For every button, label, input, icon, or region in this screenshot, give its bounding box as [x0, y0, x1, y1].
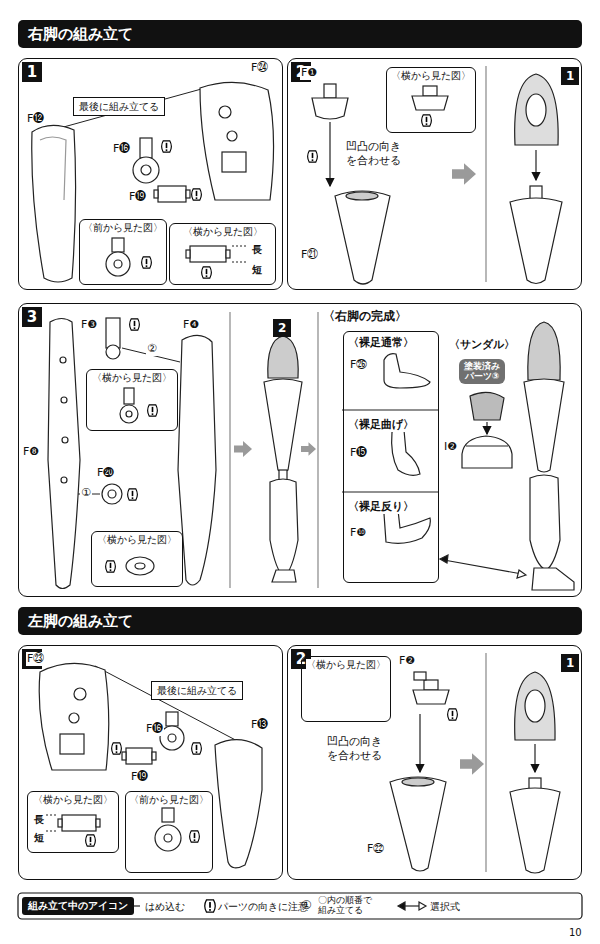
part-number: F㉓: [26, 652, 45, 666]
step-number: 1: [561, 654, 579, 672]
view-box: 〈前から見た図〉: [79, 219, 167, 285]
section-title: 左脚の組み立て: [28, 607, 133, 635]
part-number: F❸: [80, 318, 98, 332]
view-title: 〈横から見た図〉: [92, 372, 172, 384]
part-number: F㉒: [366, 842, 385, 856]
part-number: F⓰: [145, 722, 164, 736]
part-number: F❶: [300, 66, 318, 80]
note-text: 最後に組み立てる: [79, 100, 159, 113]
label: 10: [568, 926, 583, 939]
part-number: F⓰: [112, 142, 131, 156]
view-title: 〈横から見た図〉: [183, 226, 263, 238]
label: 〈サンダル〉: [448, 338, 516, 352]
section-title: 右脚の組み立て: [28, 20, 133, 48]
tag-text: 塗装済み パーツ③: [462, 361, 502, 382]
step-number: 2: [273, 319, 291, 337]
view-title: 〈横から見た図〉: [391, 70, 471, 82]
step-number: 2: [278, 320, 286, 336]
part-number: F㉖: [350, 358, 367, 372]
part-number: F㉔: [250, 61, 269, 75]
dimension-label: 長: [34, 814, 44, 826]
legend-badge: 組み立て中のアイコン: [22, 897, 134, 915]
label: ②: [146, 342, 158, 356]
part-number: F⓬: [26, 112, 45, 126]
view-box: 〈横から見た図〉: [386, 67, 476, 133]
view-box: 〈横から見た図〉長短: [169, 223, 276, 285]
painted-part-tag: 塗装済み パーツ③: [459, 359, 505, 384]
label: ①: [80, 486, 92, 500]
part-number: F❿: [350, 526, 366, 540]
step-number: 1: [561, 67, 579, 85]
option-box: 〈裸足通常〉 F㉖〈裸足曲げ〉 F⓯ 〈裸足反り〉 F❿: [343, 331, 439, 583]
view-title: 〈前から見た図〉: [129, 794, 209, 806]
label: 凹凸の向きを合わせる: [345, 140, 411, 168]
view-box: 〈横から見た図〉: [91, 531, 183, 587]
view-box: 〈横から見た図〉長短: [27, 791, 119, 853]
dimension-label: 長: [252, 244, 262, 256]
legend-text: 選択式: [430, 900, 460, 913]
step-panel: 1最後に組み立てる〈横から見た図〉長短〈前から見た図〉: [18, 645, 283, 880]
label: 凹凸の向きを合わせる: [326, 735, 392, 763]
option-title: 〈裸足通常〉: [348, 336, 414, 350]
part-number: F❹: [182, 318, 200, 332]
step-number: 1: [566, 68, 574, 84]
part-number: F㉑: [300, 248, 319, 262]
step-number: 3: [22, 307, 42, 327]
view-title: 〈前から見た図〉: [83, 222, 163, 234]
part-number: I❷: [443, 440, 458, 454]
legend-title: 組み立て中のアイコン: [28, 899, 128, 913]
legend-text: はめ込む: [145, 900, 185, 913]
option-title: 〈裸足曲げ〉: [348, 418, 414, 432]
step-panel: 2〈横から見た図〉1: [287, 58, 582, 290]
step-panel: 1最後に組み立てる〈前から見た図〉〈横から見た図〉長短: [18, 58, 283, 290]
part-number: F⓳: [130, 770, 149, 784]
part-number: F⓯: [350, 446, 367, 460]
section-band: 左脚の組み立て: [18, 607, 582, 635]
part-number: F⓭: [250, 718, 269, 732]
note-text: 最後に組み立てる: [157, 684, 237, 697]
view-title: 〈横から見た図〉: [33, 794, 113, 806]
note-box: 最後に組み立てる: [151, 681, 243, 700]
view-title: 〈横から見た図〉: [97, 534, 177, 546]
label: 〈右脚の完成〉: [322, 309, 408, 324]
legend-text: 〇内の順番で組み立てる: [318, 895, 378, 915]
view-box: 〈横から見た図〉: [86, 369, 178, 431]
dimension-label: 短: [252, 264, 262, 276]
part-number: F❽: [22, 445, 40, 459]
dimension-label: 短: [34, 832, 44, 844]
view-box: 〈横から見た図〉: [301, 656, 391, 722]
view-box: 〈前から見た図〉: [125, 791, 213, 873]
step-number: 1: [566, 655, 574, 671]
option-title: 〈裸足反り〉: [348, 500, 414, 514]
part-number: F⓴: [96, 466, 115, 480]
section-band: 右脚の組み立て: [18, 20, 582, 48]
part-number: F⓳: [128, 190, 147, 204]
step-number: 1: [22, 62, 42, 82]
part-number: F❷: [398, 654, 416, 668]
note-box: 最後に組み立てる: [73, 97, 165, 116]
legend-text: パーツの向きに注意: [218, 900, 308, 913]
view-title: 〈横から見た図〉: [306, 659, 386, 671]
